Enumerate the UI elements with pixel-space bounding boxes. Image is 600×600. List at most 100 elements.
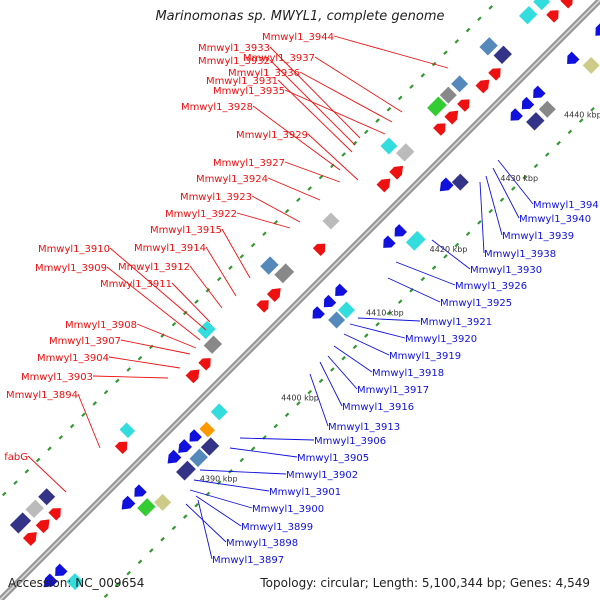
gene-arrow-reverse [323, 294, 337, 308]
gene-arrow-forward [35, 519, 50, 534]
accession-text: Accession: NC_009654 [8, 576, 145, 590]
tick-mark [352, 344, 358, 350]
gene-arrow-reverse [178, 439, 192, 453]
gene-label-reverse: Mmwyl1_3898 [226, 538, 298, 549]
gene-arrow-reverse [167, 449, 182, 464]
gene-label-reverse: Mmwyl1_3901 [269, 487, 341, 498]
label-leader-line-reverse [189, 489, 253, 509]
gene-box-reverse [538, 100, 556, 118]
tick-mark [13, 480, 18, 485]
gene-box-reverse [328, 311, 346, 329]
label-leader-line-reverse [357, 317, 421, 322]
label-leader-line-reverse [309, 373, 329, 427]
gene-box-forward [427, 96, 447, 117]
gene-arrow-forward [475, 79, 490, 94]
gene-label-forward: Mmwyl1_3928 [181, 102, 253, 113]
tick-mark [556, 140, 561, 146]
gene-box-reverse [199, 421, 215, 438]
tick-mark [1, 491, 7, 497]
gene-label-reverse: Mmwyl1_3939 [502, 231, 574, 242]
gene-arrow-reverse [521, 96, 535, 110]
gene-box-reverse [200, 437, 220, 456]
label-leader-line-reverse [185, 503, 227, 543]
tick-mark [477, 16, 482, 22]
gene-label-forward: Mmwyl1_3933 [198, 43, 270, 54]
gene-arrow-reverse [134, 484, 147, 497]
tick-mark [454, 39, 460, 44]
gene-arrow-reverse [595, 23, 600, 36]
tick-mark [149, 548, 154, 553]
tick-mark [409, 84, 414, 89]
scale-tick-label: 4420 kbp [430, 245, 468, 254]
tick-mark [533, 163, 539, 169]
label-leader-line-reverse [395, 261, 456, 286]
tick-mark [228, 265, 233, 270]
label-leader-line-reverse [319, 361, 343, 407]
gene-label-reverse: Mmwyl1_3899 [241, 522, 313, 533]
gene-label-reverse: Mmwyl1_3902 [286, 470, 358, 481]
gene-box-forward [479, 37, 498, 56]
label-leader-line-forward [92, 375, 169, 379]
label-leader-line-reverse [349, 323, 406, 339]
gene-label-reverse: Mmwyl1_3897 [212, 555, 284, 566]
gene-arrow-reverse [394, 224, 407, 237]
tick-mark [522, 174, 527, 180]
label-leader-line-forward [269, 46, 361, 139]
gene-label-forward: Mmwyl1_3929 [236, 130, 308, 141]
gene-label-reverse: Mmwyl1_3940 [519, 214, 591, 225]
gene-arrow-reverse [533, 85, 546, 98]
tick-mark [250, 242, 256, 248]
gene-box-forward [274, 263, 295, 284]
tick-mark [545, 152, 550, 157]
tick-mark [296, 401, 301, 406]
gene-label-forward: Mmwyl1_3909 [35, 263, 107, 274]
gene-arrow-reverse [312, 306, 325, 319]
gene-arrow-reverse [189, 429, 202, 442]
gene-label-reverse: Mmwyl1_3905 [297, 453, 369, 464]
gene-label-forward: Mmwyl1_3931 [206, 76, 278, 87]
tick-mark [318, 378, 324, 384]
gene-label-reverse: Mmwyl1_3916 [342, 402, 414, 413]
label-leader-line-forward [299, 71, 393, 123]
tick-mark [307, 186, 312, 191]
tick-mark [92, 401, 98, 406]
tick-mark [443, 50, 448, 55]
label-leader-line-forward [109, 247, 207, 331]
label-leader-line-reverse [193, 479, 270, 492]
gene-arrow-forward [546, 10, 559, 23]
label-leader-line-forward [120, 339, 191, 355]
gene-arrow-forward [376, 178, 391, 193]
tick-mark [239, 457, 245, 463]
tick-mark [488, 208, 494, 214]
gene-arrow-forward [266, 288, 281, 302]
gene-label-reverse: Mmwyl1_3900 [252, 504, 324, 515]
label-leader-line-forward [267, 177, 321, 201]
gene-box-forward [9, 512, 32, 534]
tick-mark [69, 423, 75, 429]
gene-arrow-reverse [335, 283, 348, 296]
tick-mark [149, 344, 154, 350]
tick-mark [420, 73, 426, 78]
gene-label-forward: Mmwyl1_3944 [262, 32, 334, 43]
label-leader-line-forward [314, 56, 403, 113]
label-leader-line-forward [252, 105, 341, 171]
gene-label-reverse: Mmwyl1_3925 [440, 298, 512, 309]
gene-label-forward: Mmwyl1_3927 [213, 158, 285, 169]
tick-mark [284, 208, 290, 214]
tick-mark [499, 197, 505, 203]
gene-arrow-forward [457, 99, 470, 112]
label-leader-line-reverse [387, 277, 441, 303]
tick-mark [205, 288, 211, 293]
label-leader-line-forward [189, 265, 223, 309]
label-leader-line-forward [205, 246, 237, 297]
gene-arrow-reverse [510, 108, 523, 121]
label-leader-line-reverse [492, 167, 520, 219]
gene-label-forward: Mmwyl1_3907 [49, 336, 121, 347]
label-leader-line-reverse [195, 495, 242, 527]
gene-label-reverse: Mmwyl1_3926 [455, 281, 527, 292]
gene-box-reverse [189, 448, 208, 468]
tick-mark [420, 276, 426, 282]
gene-arrow-forward [22, 532, 37, 546]
gene-label-forward: Mmwyl1_3908 [65, 320, 137, 331]
tick-mark [239, 254, 245, 259]
